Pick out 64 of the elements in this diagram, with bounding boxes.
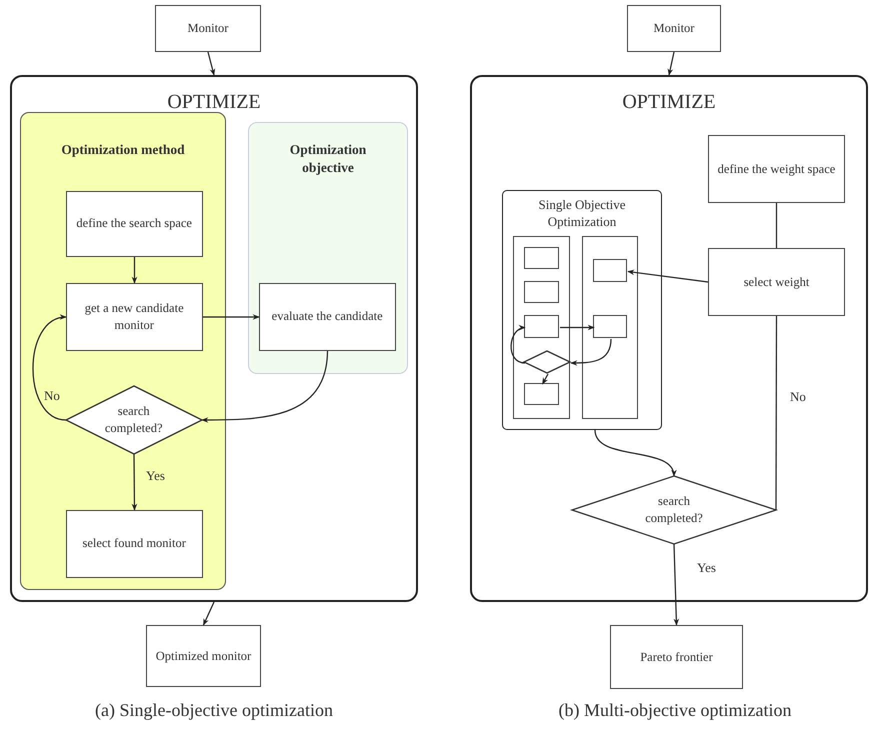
arrow bbox=[201, 350, 328, 423]
edge-label: No bbox=[790, 389, 806, 405]
process-box bbox=[524, 383, 560, 406]
arrow bbox=[594, 430, 676, 477]
node-label: Monitor bbox=[654, 20, 694, 37]
arrow bbox=[570, 338, 612, 366]
arrow bbox=[203, 314, 260, 320]
arrow bbox=[132, 454, 138, 511]
objective-panel bbox=[248, 122, 408, 374]
node-label: Monitor bbox=[188, 20, 228, 37]
decision-diamond bbox=[524, 351, 570, 374]
process-box bbox=[593, 315, 628, 338]
node-label: evaluate the candidate bbox=[272, 308, 383, 326]
arrow bbox=[132, 257, 138, 284]
process-box bbox=[66, 190, 203, 257]
node-label: define the weight space bbox=[718, 160, 836, 178]
arrow bbox=[627, 270, 708, 283]
arrow bbox=[560, 324, 595, 330]
process-box bbox=[66, 282, 203, 351]
process-box bbox=[593, 259, 628, 282]
arrow bbox=[668, 52, 675, 76]
process-box bbox=[582, 236, 638, 420]
process-box bbox=[66, 510, 203, 578]
process-box bbox=[524, 315, 560, 338]
process-box bbox=[708, 248, 845, 316]
arrow bbox=[673, 544, 680, 626]
arrow bbox=[542, 374, 549, 385]
process-box bbox=[513, 236, 570, 420]
panel-title: OPTIMIZE bbox=[621, 90, 717, 115]
panel-title: OPTIMIZE bbox=[166, 90, 262, 115]
arrow bbox=[32, 316, 67, 421]
edge-label: Yes bbox=[146, 468, 165, 484]
process-box bbox=[146, 625, 261, 687]
node-label: Optimized monitor bbox=[156, 648, 252, 664]
edge-label: Yes bbox=[697, 560, 716, 576]
optimize-frame bbox=[470, 75, 868, 602]
node-label: search completed? bbox=[644, 493, 704, 527]
method-panel bbox=[20, 112, 226, 590]
node-label: select weight bbox=[744, 274, 810, 290]
arrow bbox=[207, 52, 216, 76]
edge-label: No bbox=[44, 388, 60, 404]
process-box bbox=[627, 5, 721, 52]
caption: (b) Multi-objective optimization bbox=[558, 700, 792, 721]
process-box bbox=[258, 282, 396, 351]
node-label: search completed? bbox=[104, 402, 164, 437]
process-box bbox=[524, 281, 560, 304]
caption: (a) Single-objective optimization bbox=[94, 700, 334, 721]
arrow bbox=[202, 602, 215, 626]
optimize-frame bbox=[10, 75, 418, 602]
subprocess-frame bbox=[502, 190, 662, 430]
process-box bbox=[155, 5, 261, 52]
panel-title: Optimization objective bbox=[288, 141, 368, 176]
node-label: select found monitor bbox=[82, 535, 186, 552]
process-box bbox=[610, 625, 743, 689]
node-label: define the search space bbox=[76, 215, 192, 232]
arrow bbox=[510, 326, 526, 364]
panel-title: Single Objective Optimization bbox=[537, 197, 626, 231]
process-box bbox=[524, 247, 560, 270]
process-box bbox=[708, 135, 845, 203]
decision-diamond bbox=[572, 476, 776, 544]
decision-diamond bbox=[66, 386, 202, 454]
node-label: get a new candidate monitor bbox=[84, 300, 185, 334]
node-label: Pareto frontier bbox=[640, 648, 713, 666]
panel-title: Optimization method bbox=[60, 141, 186, 159]
